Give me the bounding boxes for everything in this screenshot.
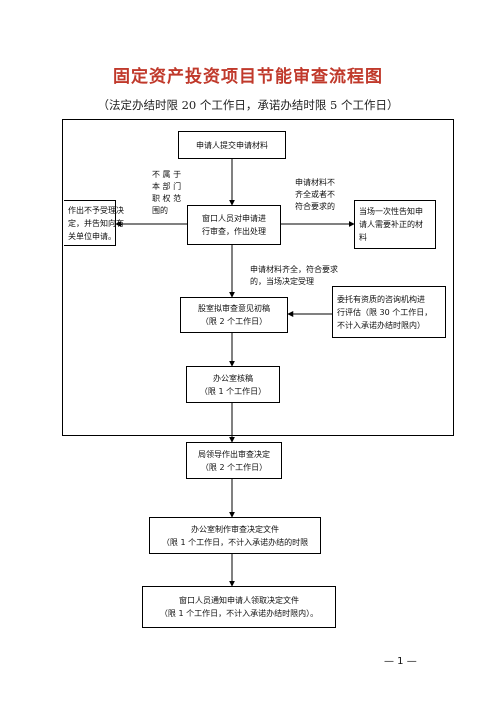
edge-label-complete: 申请材料齐全，符合要求 的，当场决定受理	[250, 264, 338, 288]
node-notify-line-2: （限 1 个工作日，不计入承诺办结时限内）。	[159, 609, 319, 618]
node-window-review-line-1: 窗口人员对申请进	[202, 214, 266, 223]
node-submit-line-1: 申请人提交申请材料	[196, 140, 268, 150]
node-office-check: 办公室核稿 （限 1 个工作日）	[186, 366, 280, 403]
edge-label-incomplete: 申请材料不 齐全或者不 符合要求的	[295, 177, 335, 213]
node-reject-notice: 作出不予受理决 定，并告知向有 关单位申请。	[64, 200, 124, 246]
node-document-line-2: （限 1 个工作日，不计入承诺办结的时限	[161, 537, 309, 547]
node-supplement-line-3: 料	[359, 233, 367, 242]
node-supplement-notice: 当场一次性告知申 请人需要补正的材 料	[354, 200, 436, 249]
node-office-check-line-2: （限 1 个工作日）	[199, 386, 267, 396]
edge-label-incomplete-line-2: 齐全或者不	[295, 190, 335, 199]
node-supplement-line-2: 请人需要补正的材	[359, 220, 423, 229]
node-window-review: 窗口人员对申请进 行审查，作出处理	[187, 205, 281, 245]
node-submit-application: 申请人提交申请材料	[178, 131, 286, 159]
edge-label-out-of-scope: 不 属 于 本 部 门 职 权 范 围的	[152, 169, 181, 217]
node-supplement-line-1: 当场一次性告知申	[359, 207, 423, 216]
flowchart-frame	[62, 119, 454, 436]
node-consulting-line-3: 不计入承诺办结时限内）	[337, 320, 425, 330]
node-leader-line-2: （限 2 个工作日）	[200, 462, 268, 472]
edge-label-incomplete-line-3: 符合要求的	[295, 202, 335, 211]
node-draft-line-2: （限 2 个工作日）	[200, 317, 268, 326]
edge-label-incomplete-line-1: 申请材料不	[295, 178, 335, 187]
node-window-review-line-2: 行审查，作出处理	[202, 227, 266, 236]
edge-label-out-of-scope-line-2: 本 部 门	[152, 182, 182, 191]
node-notify-collect: 窗口人员通知申请人领取决定文件 （限 1 个工作日，不计入承诺办结时限内）。	[142, 586, 336, 628]
page-subtitle: （法定办结时限 20 个工作日，承诺办结时限 5 个工作日）	[97, 98, 399, 112]
node-reject-line-2: 定，并告知向有	[68, 218, 124, 228]
edge-label-out-of-scope-line-4: 围的	[152, 206, 168, 215]
node-make-document: 办公室制作审查决定文件 （限 1 个工作日，不计入承诺办结的时限	[149, 517, 321, 554]
node-leader-decision: 局领导作出审查决定 （限 2 个工作日）	[186, 442, 282, 479]
node-consulting-line-1: 委托有资质的咨询机构进	[337, 294, 425, 304]
page-number: — 1 —	[384, 656, 417, 667]
node-draft-opinion: 股室拟审查意见初稿 （限 2 个工作日）	[180, 297, 288, 333]
edge-label-complete-line-1: 申请材料齐全，符合要求	[250, 265, 338, 274]
node-consulting-line-2: 行评估（限 30 个工作日，	[337, 307, 433, 317]
node-office-check-line-1: 办公室核稿	[213, 373, 253, 383]
node-reject-line-1: 作出不予受理决	[68, 205, 124, 215]
node-document-line-1: 办公室制作审查决定文件	[191, 524, 279, 534]
edge-label-out-of-scope-line-3: 职 权 范	[152, 194, 182, 203]
edge-label-out-of-scope-line-1: 不 属 于	[152, 170, 182, 179]
node-reject-line-3: 关单位申请。	[68, 231, 116, 241]
node-leader-line-1: 局领导作出审查决定	[198, 449, 270, 459]
edge-label-complete-line-2: 的，当场决定受理	[250, 277, 314, 286]
node-draft-line-1: 股室拟审查意见初稿	[198, 304, 270, 313]
node-consulting-evaluation: 委托有资质的咨询机构进 行评估（限 30 个工作日， 不计入承诺办结时限内）	[332, 286, 446, 338]
node-notify-line-1: 窗口人员通知申请人领取决定文件	[179, 596, 299, 605]
page-title: 固定资产投资项目节能审查流程图	[113, 67, 383, 87]
